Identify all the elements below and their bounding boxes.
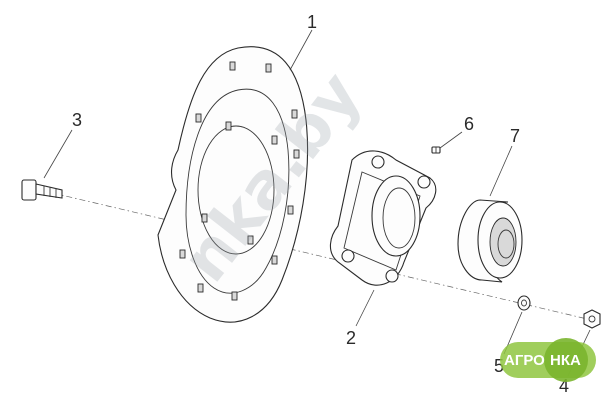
leader-1 (289, 29, 313, 71)
flange-plate-part-1 (157, 46, 309, 323)
bearing-housing-part-2 (329, 150, 437, 286)
leader-3 (43, 129, 73, 179)
nut-part-4 (583, 309, 601, 329)
leader-7 (489, 145, 513, 197)
callout-1: 1 (307, 12, 317, 32)
leader-6 (439, 131, 463, 149)
callout-2: 2 (346, 328, 356, 348)
logo-left-text: АГРО (504, 352, 545, 369)
leader-2 (355, 289, 375, 327)
callout-7: 7 (510, 126, 520, 146)
bearing-part-7 (457, 199, 523, 283)
bolt-part-3 (21, 179, 63, 201)
callout-6: 6 (464, 114, 474, 134)
center-axis (39, 189, 601, 323)
callout-4: 4 (559, 376, 569, 396)
grease-nipple-part-6 (431, 146, 441, 154)
callout-3: 3 (72, 110, 82, 130)
callout-5: 5 (494, 356, 504, 376)
washer-part-5 (517, 295, 531, 311)
agronka-logo: АГРО НКА (500, 338, 596, 382)
logo-right-text: НКА (550, 352, 581, 369)
